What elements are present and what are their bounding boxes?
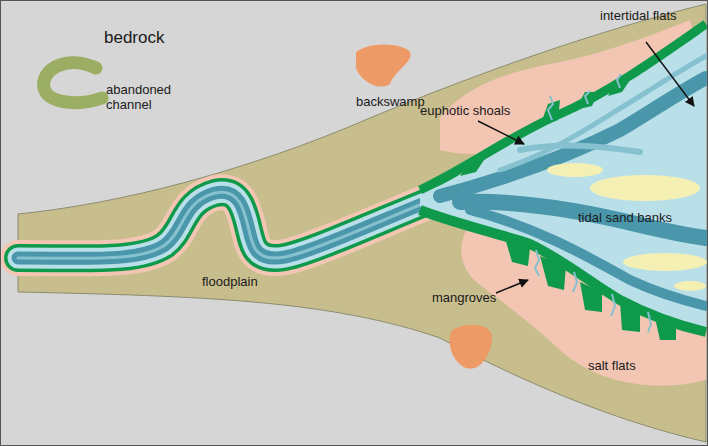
map-label: backswamp: [356, 94, 425, 109]
oxbow: [44, 63, 102, 103]
sand-bank: [547, 163, 603, 177]
sand-bank: [674, 281, 706, 291]
map-label: intertidal flats: [600, 8, 680, 23]
map-label: tidal sand banks: [578, 210, 672, 225]
map-label: salt flats: [588, 358, 636, 373]
leader-arrow: [646, 42, 694, 106]
shoal: [520, 146, 640, 152]
map-label: euphotic shoals: [420, 103, 510, 118]
channel: [440, 56, 706, 306]
backswamp-area: [450, 325, 493, 369]
map-label: abandoned channel: [106, 82, 186, 112]
leader-arrow: [496, 280, 528, 293]
map-label: floodplain: [202, 274, 258, 289]
map-label: mangroves: [432, 290, 496, 305]
sand-bank: [590, 175, 700, 201]
floodplain-area: [18, 4, 706, 442]
sand-bank: [623, 253, 707, 271]
map-label: bedrock: [104, 28, 164, 48]
leader-arrow: [478, 121, 524, 144]
backswamp-area: [356, 44, 411, 86]
